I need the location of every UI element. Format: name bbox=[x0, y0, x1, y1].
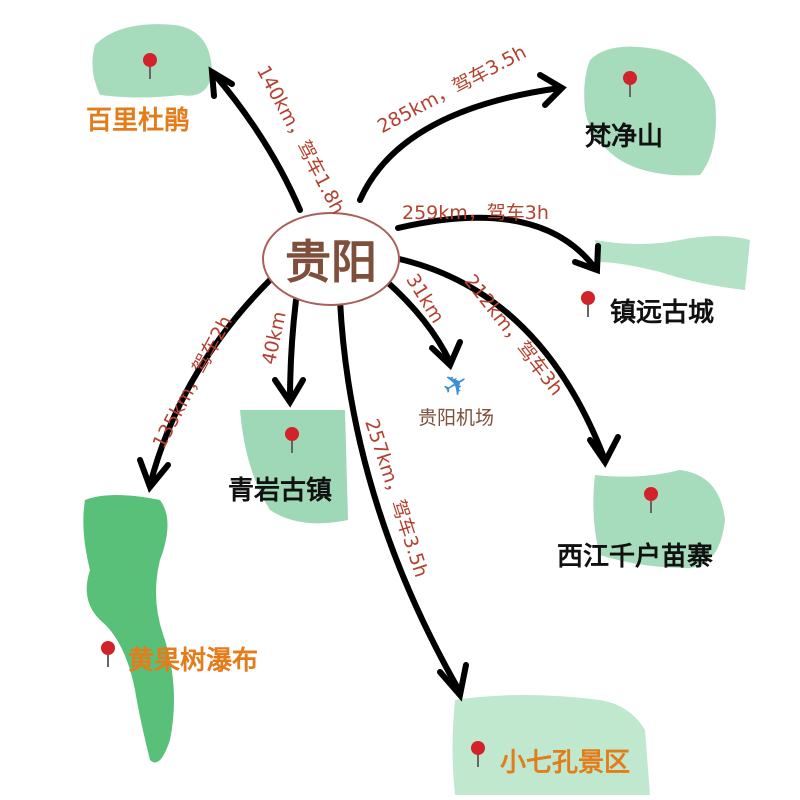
arrowhead bbox=[587, 434, 621, 468]
map-area-zhenyuan bbox=[595, 236, 750, 290]
dest-label-qingyan: 青岩古镇 bbox=[228, 476, 333, 506]
arrowhead bbox=[572, 243, 601, 275]
arrowhead bbox=[208, 66, 235, 99]
arrow-to-fanjingshan bbox=[357, 85, 563, 203]
location-pin-icon bbox=[623, 71, 637, 97]
airport-marker: ✈ 贵阳机场 bbox=[418, 364, 495, 430]
airport-label: 贵阳机场 bbox=[418, 407, 495, 429]
arrowhead bbox=[437, 662, 469, 702]
arrow-to-xiaoqikong bbox=[337, 297, 463, 695]
dest-label-fanjingshan: 梵净山 bbox=[585, 122, 664, 152]
arrow-to-zhenyuan bbox=[395, 214, 598, 271]
map-area-qingyan bbox=[240, 410, 348, 524]
arrowhead bbox=[137, 457, 171, 493]
dest-label-xiaoqikong: 小七孔景区 bbox=[500, 748, 631, 778]
arrowhead bbox=[272, 377, 306, 408]
location-pin-icon bbox=[644, 487, 658, 513]
arrow-to-xijiang bbox=[392, 255, 608, 463]
location-pin-icon bbox=[143, 53, 157, 79]
map-area-xiaoqikong bbox=[452, 695, 650, 795]
location-pin-icon bbox=[471, 741, 485, 767]
center-city-guiyang: 贵阳 bbox=[262, 212, 400, 306]
map-area-fanjingshan bbox=[584, 46, 716, 176]
location-pin-icon bbox=[285, 427, 299, 453]
route-label-zhenyuan: 259km，驾车3h bbox=[402, 202, 549, 224]
arrow-to-qingyan bbox=[287, 297, 299, 403]
map-area-xijiang bbox=[593, 470, 725, 568]
arrow-to-airport bbox=[382, 277, 453, 365]
dest-label-huangguoshu: 黄果树瀑布 bbox=[128, 646, 259, 676]
arrowhead bbox=[429, 339, 463, 371]
dest-label-bailidujuan: 百里杜鹃 bbox=[86, 106, 191, 136]
dest-label-xijiang: 西江千户苗寨 bbox=[557, 542, 714, 572]
center-label: 贵阳 bbox=[285, 235, 377, 289]
arrow-to-bailidujuan bbox=[212, 72, 303, 213]
dest-label-zhenyuan: 镇远古城 bbox=[610, 298, 715, 328]
arrowhead bbox=[537, 72, 567, 108]
map-area-huangguoshu bbox=[83, 495, 174, 763]
arrow-to-huangguoshu bbox=[147, 277, 273, 488]
location-pin-icon bbox=[581, 291, 595, 317]
location-pin-icon bbox=[101, 641, 115, 667]
